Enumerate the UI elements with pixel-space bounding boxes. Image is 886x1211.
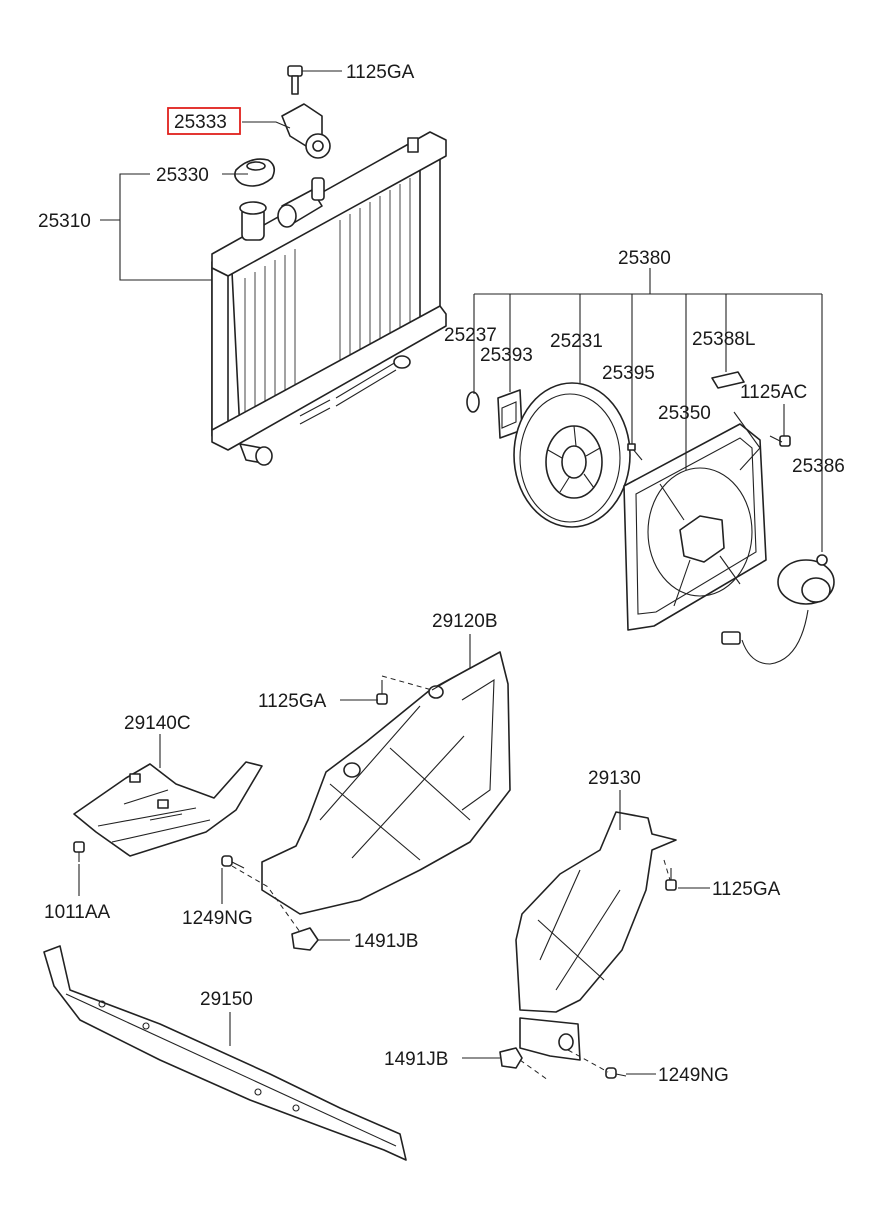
callout-labels: 1125GA 25333 25330 25310 25380 25237 253… [38, 62, 845, 1086]
lower-bar [43, 945, 407, 1161]
callout-screw-left: 1249NG [182, 908, 253, 929]
shield-left [73, 761, 263, 857]
callout-clip-a: 25237 [444, 325, 497, 346]
leader-lines [78, 70, 823, 1081]
callout-cap: 25330 [156, 165, 209, 186]
callout-clip-left: 1491JB [354, 931, 418, 952]
radiator [211, 131, 447, 466]
callout-fan: 25231 [550, 331, 603, 352]
callout-shroud: 25350 [658, 403, 711, 424]
callout-shield-center: 29120B [432, 611, 498, 632]
bolt-1125ac [769, 435, 791, 447]
clip-25237 [466, 391, 480, 413]
callout-screw: 25395 [602, 363, 655, 384]
bolt-top [287, 65, 303, 95]
fan-shroud [623, 411, 767, 631]
clip-left [291, 927, 319, 951]
callout-clip-right: 1491JB [384, 1049, 448, 1070]
callout-shield-right: 29130 [588, 768, 641, 789]
callout-bar: 29150 [200, 989, 253, 1010]
shield-right [515, 811, 677, 1061]
callout-highlight-box [167, 107, 241, 135]
callout-bolt-right: 1125GA [712, 879, 781, 900]
callout-screw-right: 1249NG [658, 1065, 729, 1086]
label-25388l [711, 371, 745, 389]
callout-motor: 25386 [792, 456, 845, 477]
callout-radiator: 25310 [38, 211, 91, 232]
clip-right [499, 1047, 523, 1069]
callout-bolt-left: 1011AA [44, 902, 111, 923]
shield-center [261, 651, 511, 915]
radiator-cap [234, 158, 276, 187]
radiator-bracket [281, 103, 331, 159]
callout-bolt-fan: 1125AC [740, 382, 807, 403]
callout-bolt-top: 1125GA [346, 62, 415, 83]
callout-bolt-center: 1125GA [258, 691, 327, 712]
callout-fan-assy: 25380 [618, 248, 671, 269]
callout-bracket: 25333 [174, 112, 227, 133]
screw-left [221, 855, 245, 869]
fan-motor [721, 554, 835, 665]
callout-label-plate: 25393 [480, 345, 533, 366]
bolt-right [665, 868, 677, 891]
callout-shield-left: 29140C [124, 713, 191, 734]
bolt-center [376, 680, 388, 705]
bolt-1011aa [73, 841, 85, 862]
cooling-fan [513, 382, 631, 528]
callout-label: 25388L [692, 329, 755, 350]
screw-right [605, 1067, 627, 1079]
